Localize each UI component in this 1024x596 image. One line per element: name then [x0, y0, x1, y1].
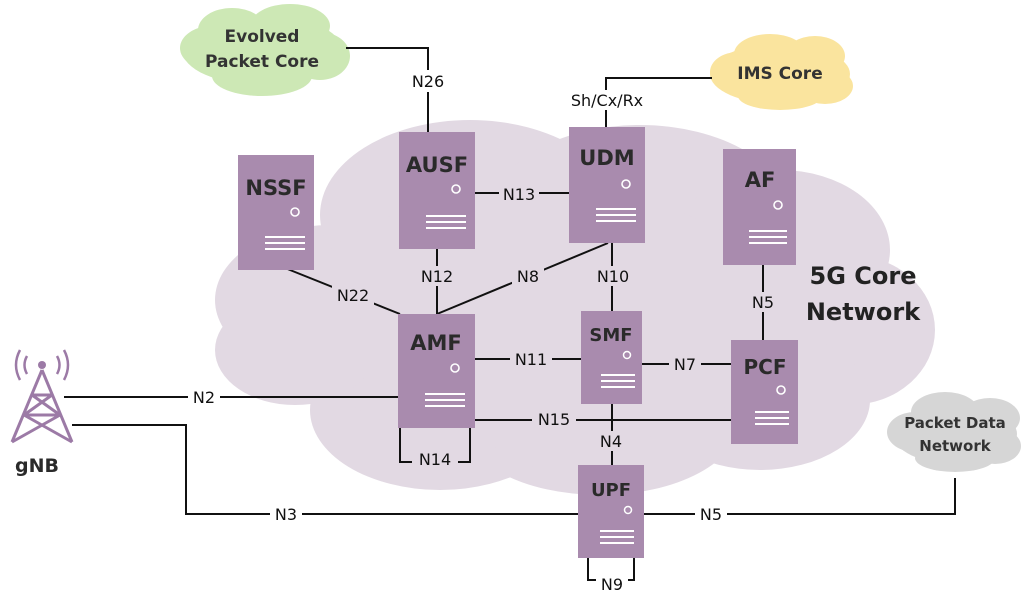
n7-label: N7: [674, 355, 696, 374]
upf-label: UPF: [591, 480, 631, 501]
power-icon: [451, 184, 461, 194]
n8-label: N8: [517, 267, 539, 286]
ausf-label: AUSF: [406, 153, 468, 177]
pdn-label-line2: Network: [919, 437, 991, 455]
n2-label: N2: [193, 388, 215, 407]
core-label-line1: 5G Core: [810, 262, 917, 290]
n14-label: N14: [419, 450, 451, 469]
vent-icon: [425, 393, 465, 407]
n15-label: N15: [538, 410, 570, 429]
pdn-cloud: [887, 392, 1021, 472]
n9-label: N9: [601, 575, 623, 594]
epc-label-line2: Packet Core: [205, 52, 319, 72]
vent-icon: [426, 215, 466, 229]
vent-icon: [755, 411, 789, 425]
amf-server: AMF: [398, 314, 475, 428]
core-label-line2: Network: [806, 298, 921, 326]
vent-icon: [749, 230, 787, 244]
ausf-server: AUSF: [399, 132, 475, 249]
n13-label: N13: [503, 185, 535, 204]
udm-label: UDM: [579, 146, 634, 170]
power-icon: [623, 505, 633, 515]
pcf-label: PCF: [744, 355, 787, 379]
ims-label: IMS Core: [737, 64, 822, 84]
power-icon: [450, 363, 460, 373]
power-icon: [290, 207, 300, 217]
power-icon: [622, 350, 632, 360]
n5-af-pcf-label: N5: [752, 293, 774, 312]
pcf-server: PCF: [731, 340, 798, 444]
smf-server: SMF: [581, 311, 642, 404]
smf-label: SMF: [589, 325, 632, 346]
n3-label: N3: [275, 505, 297, 524]
nssf-label: NSSF: [245, 176, 306, 200]
gnb-label: gNB: [15, 455, 59, 477]
af-label: AF: [745, 168, 776, 192]
vent-icon: [596, 208, 636, 222]
n26-label: N26: [412, 72, 444, 91]
pdn-label-line1: Packet Data: [904, 414, 1006, 432]
epc-label-line1: Evolved: [225, 27, 300, 47]
vent-icon: [265, 236, 305, 250]
n5-upf-pdn-label: N5: [700, 505, 722, 524]
n11-label: N11: [515, 350, 547, 369]
gnb-tower-icon: [10, 349, 74, 444]
af-server: AF: [723, 149, 796, 265]
power-icon: [621, 179, 631, 189]
amf-label: AMF: [410, 331, 462, 355]
udm-server: UDM: [569, 127, 645, 243]
ims-cloud: [710, 34, 853, 110]
n22-label: N22: [337, 286, 369, 305]
upf-server: UPF: [578, 465, 644, 558]
power-icon: [776, 385, 786, 395]
sh-cx-rx-label: Sh/Cx/Rx: [571, 91, 643, 110]
power-icon: [773, 200, 783, 210]
epc-cloud: [180, 4, 350, 96]
vent-icon: [600, 530, 634, 544]
n4-label: N4: [600, 432, 622, 451]
vent-icon: [601, 374, 635, 388]
nssf-server: NSSF: [238, 155, 314, 270]
n12-label: N12: [421, 267, 453, 286]
n10-label: N10: [597, 267, 629, 286]
